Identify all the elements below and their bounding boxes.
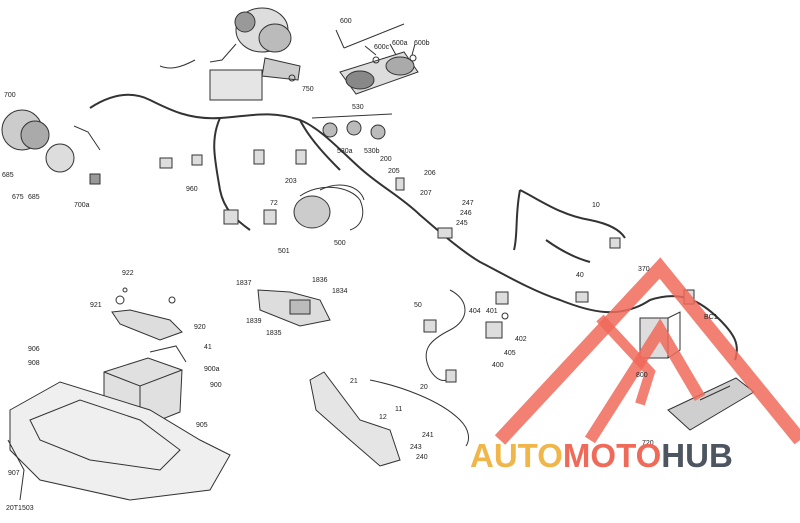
callout-600: 600 (340, 18, 352, 25)
bracket-1834 (257, 289, 331, 327)
watermark-moto: MOTO (562, 437, 662, 474)
relay-400 (485, 312, 509, 339)
callout-bc1: BC1 (704, 314, 718, 321)
cable-50 (423, 289, 466, 383)
callout-685a: 685 (2, 172, 14, 179)
tray (7, 381, 231, 501)
callout-247: 247 (462, 200, 474, 207)
callout-600a: 600a (392, 40, 408, 47)
callout-21: 21 (350, 378, 358, 385)
callout-800: 800 (636, 372, 648, 379)
callout-908: 908 (28, 360, 40, 367)
callout-600c: 600c (374, 44, 390, 51)
callout-400: 400 (492, 362, 504, 369)
drawing-code: 20T1503 (6, 505, 34, 512)
callout-402: 402 (515, 336, 527, 343)
callout-905: 905 (196, 422, 208, 429)
callout-900a: 900a (204, 366, 220, 373)
callout-401: 401 (486, 308, 498, 315)
callout-20: 20 (420, 384, 428, 391)
watermark-hub: HUB (661, 437, 733, 474)
callout-245: 245 (456, 220, 468, 227)
bracket-920 (111, 287, 183, 341)
callout-922: 922 (122, 270, 134, 277)
tail-light (667, 377, 755, 431)
callout-530: 530 (352, 104, 364, 111)
callout-920: 920 (194, 324, 206, 331)
callout-200: 200 (380, 156, 392, 163)
callout-240: 240 (416, 454, 428, 461)
callout-600b: 600b (414, 40, 430, 47)
watermark-text: AUTOMOTOHUB (470, 437, 733, 475)
callout-404: 404 (469, 308, 481, 315)
callout-207: 207 (420, 190, 432, 197)
callout-12: 12 (379, 414, 387, 421)
callout-50: 50 (414, 302, 422, 309)
callout-1834: 1834 (332, 288, 348, 295)
switches (311, 113, 393, 140)
callout-243: 243 (410, 444, 422, 451)
callout-501: 501 (278, 248, 290, 255)
callout-203: 203 (285, 178, 297, 185)
instrument-cluster (335, 23, 419, 95)
callout-675: 675 (12, 194, 24, 201)
callout-1839: 1839 (246, 318, 262, 325)
watermark-logo (494, 257, 800, 445)
callout-205: 205 (388, 168, 400, 175)
callout-500: 500 (334, 240, 346, 247)
callout-720: 720 (642, 440, 654, 447)
callout-750: 750 (302, 86, 314, 93)
callout-960: 960 (186, 186, 198, 193)
callout-700a: 700a (74, 202, 90, 209)
callout-530b: 530b (364, 148, 380, 155)
callout-906: 906 (28, 346, 40, 353)
callout-921: 921 (90, 302, 102, 309)
callout-11: 11 (395, 406, 403, 413)
callout-530a: 530a (337, 148, 353, 155)
callout-72: 72 (270, 200, 278, 207)
callout-41: 41 (204, 344, 212, 351)
callout-405: 405 (504, 350, 516, 357)
watermark-auto: AUTO (470, 437, 563, 474)
callout-1835: 1835 (266, 330, 282, 337)
callout-1837: 1837 (236, 280, 252, 287)
callout-10: 10 (592, 202, 600, 209)
callout-900: 900 (210, 382, 222, 389)
callout-241: 241 (422, 432, 434, 439)
callout-700: 700 (4, 92, 16, 99)
callout-206: 206 (424, 170, 436, 177)
callout-246: 246 (460, 210, 472, 217)
headlight-top (159, 7, 301, 101)
left-headlight (1, 109, 101, 185)
callout-40: 40 (576, 272, 584, 279)
rear-bracket (309, 371, 469, 467)
callout-1836: 1836 (312, 277, 328, 284)
component-500 (293, 184, 365, 231)
callout-907: 907 (8, 470, 20, 477)
callout-685b: 685 (28, 194, 40, 201)
callout-370: 370 (638, 266, 650, 273)
